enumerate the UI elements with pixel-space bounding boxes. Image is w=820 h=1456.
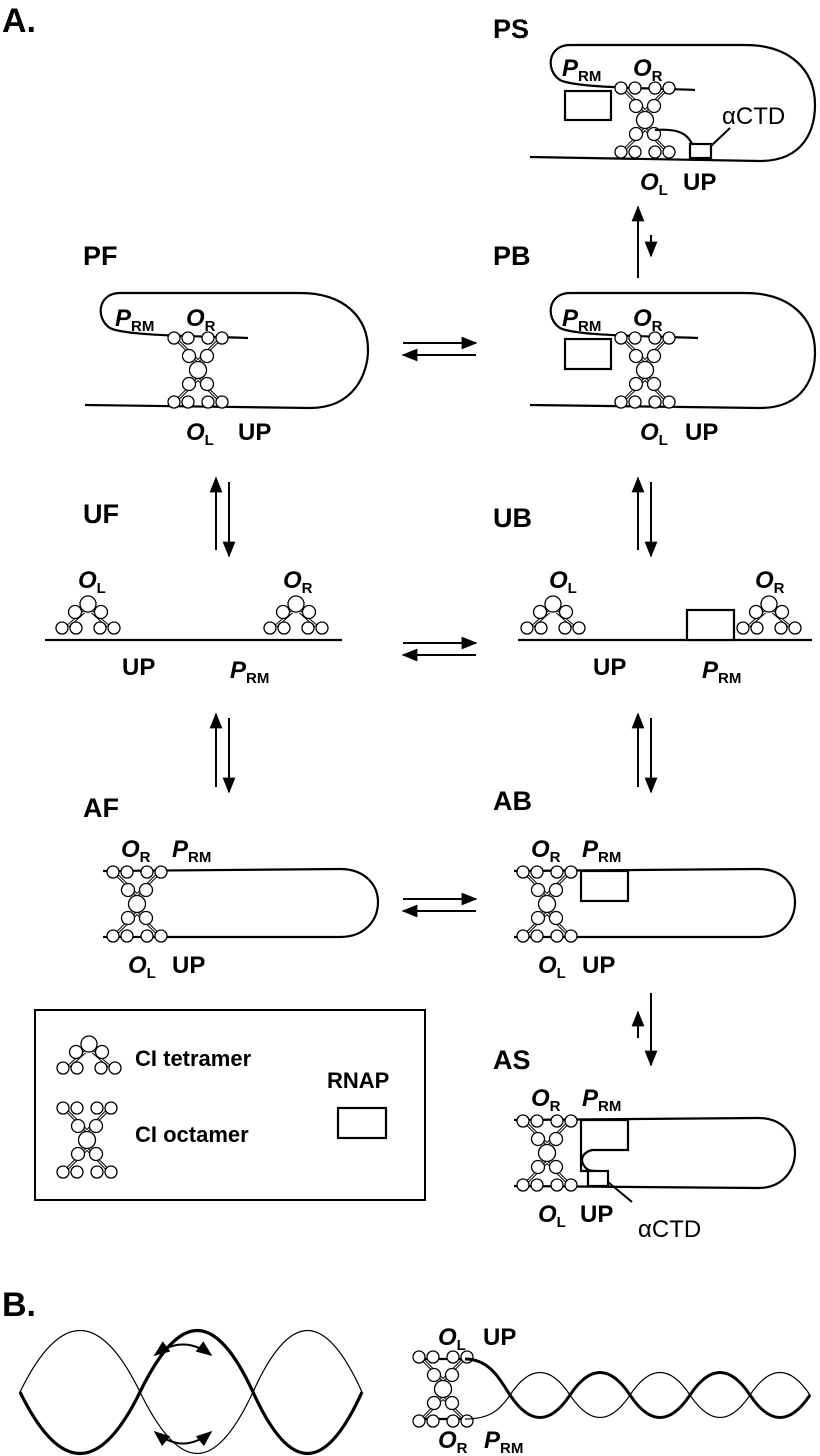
pb-or-label: OR bbox=[633, 305, 663, 335]
as-ol-label: OL bbox=[538, 1201, 566, 1231]
state-ab: AB OR PRM OL UP bbox=[493, 786, 797, 982]
ps-prm-label: PRM bbox=[562, 55, 601, 85]
legend-tetramer-label: CI tetramer bbox=[135, 1046, 252, 1071]
panel-b-free-helix bbox=[18, 1329, 364, 1455]
helix-strand-b bbox=[18, 1329, 364, 1455]
as-ci-octamer bbox=[515, 1113, 579, 1193]
panel-a-label: A. bbox=[2, 2, 36, 40]
ub-rnap bbox=[685, 608, 736, 642]
panel-b-label: B. bbox=[2, 1286, 36, 1324]
af-dna-loop bbox=[102, 867, 380, 939]
pb-ci-octamer bbox=[613, 330, 677, 410]
af-ci-octamer bbox=[105, 864, 169, 944]
state-label-pf: PF bbox=[83, 241, 118, 271]
legend: CI tetramer CI octamer RNAP bbox=[34, 1009, 426, 1201]
state-as: AS αCTD OR PRM OL UP bbox=[493, 1045, 797, 1243]
pb-rnap bbox=[563, 337, 613, 371]
helix-strand-a bbox=[19, 1330, 363, 1454]
uf-prm-label: PRM bbox=[230, 657, 269, 687]
af-prm-label: PRM bbox=[172, 836, 211, 866]
ab-rnap bbox=[579, 869, 630, 903]
as-actd-label: αCTD bbox=[638, 1216, 701, 1243]
state-af: AF OR PRM OL UP bbox=[83, 793, 380, 982]
panel-b-up-label: UP bbox=[483, 1324, 516, 1351]
pf-up-label: UP bbox=[238, 419, 271, 446]
ub-up-label: UP bbox=[593, 654, 626, 681]
uf-up-label: UP bbox=[122, 654, 155, 681]
panel-b-or-label: OR bbox=[438, 1427, 468, 1456]
uf-ci-tetramer-ol bbox=[54, 594, 122, 636]
ps-dna-loop bbox=[529, 43, 817, 163]
pb-dna-loop bbox=[529, 291, 817, 410]
ab-dna-loop bbox=[513, 867, 797, 939]
ub-ci-tetramer-ol bbox=[519, 594, 587, 636]
as-up-label: UP bbox=[580, 1201, 613, 1228]
ab-prm-label: PRM bbox=[582, 836, 621, 866]
legend-rnap-icon bbox=[336, 1106, 388, 1140]
ps-or-label: OR bbox=[633, 55, 663, 85]
helix-strand-c bbox=[464, 1357, 812, 1419]
af-ol-label: OL bbox=[128, 952, 156, 982]
as-or-label: OR bbox=[531, 1085, 561, 1115]
pb-ol-label: OL bbox=[640, 419, 668, 449]
ub-ol-label: OL bbox=[549, 567, 577, 597]
twist-arrow-bottom bbox=[153, 1430, 213, 1447]
state-pf: PF PRM OR OL UP bbox=[83, 241, 370, 449]
ps-ci-octamer bbox=[613, 80, 677, 160]
panel-b-ci-octamer bbox=[411, 1349, 475, 1429]
panel-b-looped-helix: OL UP OR PRM bbox=[411, 1324, 812, 1456]
ab-or-label: OR bbox=[531, 836, 561, 866]
state-label-ab: AB bbox=[493, 786, 532, 816]
state-label-uf: UF bbox=[83, 499, 119, 529]
legend-octamer-label: CI octamer bbox=[135, 1122, 249, 1147]
state-uf: UF OL OR UP PRM bbox=[45, 499, 342, 687]
pb-prm-label: PRM bbox=[562, 305, 601, 335]
panel-b-ol-label: OL bbox=[438, 1324, 466, 1354]
ub-or-label: OR bbox=[755, 567, 785, 597]
as-actd-pointer bbox=[607, 1181, 633, 1203]
pf-ol-label: OL bbox=[186, 419, 214, 449]
ps-actd-label: αCTD bbox=[722, 103, 785, 130]
pf-prm-label: PRM bbox=[115, 305, 154, 335]
as-prm-label: PRM bbox=[582, 1085, 621, 1115]
ps-up-label: UP bbox=[683, 169, 716, 196]
as-dna-loop bbox=[513, 1116, 797, 1190]
pf-dna-loop bbox=[84, 291, 370, 410]
pf-or-label: OR bbox=[186, 305, 216, 335]
ps-actd bbox=[688, 142, 713, 160]
ps-ol-label: OL bbox=[640, 169, 668, 199]
as-actd bbox=[586, 1169, 610, 1188]
af-or-label: OR bbox=[121, 836, 151, 866]
ab-ci-octamer bbox=[515, 864, 579, 944]
uf-ol-label: OL bbox=[78, 567, 106, 597]
panel-b-prm-label: PRM bbox=[484, 1427, 523, 1456]
state-label-ub: UB bbox=[493, 503, 532, 533]
ub-prm-label: PRM bbox=[702, 657, 741, 687]
uf-or-label: OR bbox=[283, 567, 313, 597]
uf-ci-tetramer-or bbox=[262, 594, 330, 636]
af-up-label: UP bbox=[172, 952, 205, 979]
ps-rnap bbox=[563, 89, 613, 122]
state-ps: PS αCTD PRM OR OL UP bbox=[493, 14, 817, 199]
ps-actd-tether bbox=[654, 128, 694, 145]
pf-ci-octamer bbox=[166, 330, 230, 410]
state-pb: PB PRM OR OL UP bbox=[493, 241, 817, 449]
state-label-ps: PS bbox=[493, 14, 529, 44]
pb-up-label: UP bbox=[685, 419, 718, 446]
ps-actd-pointer bbox=[710, 127, 731, 147]
state-label-af: AF bbox=[83, 793, 119, 823]
ab-up-label: UP bbox=[582, 952, 615, 979]
state-ub: UB OL OR UP PRM bbox=[493, 503, 812, 687]
twist-arrow-top bbox=[153, 1341, 213, 1356]
legend-rnap-label: RNAP bbox=[327, 1068, 389, 1093]
ab-ol-label: OL bbox=[538, 952, 566, 982]
state-label-pb: PB bbox=[493, 241, 531, 271]
as-rnap bbox=[579, 1118, 630, 1173]
helix-strand-d bbox=[464, 1371, 811, 1420]
state-label-as: AS bbox=[493, 1045, 531, 1075]
ub-ci-tetramer-or bbox=[735, 594, 803, 636]
